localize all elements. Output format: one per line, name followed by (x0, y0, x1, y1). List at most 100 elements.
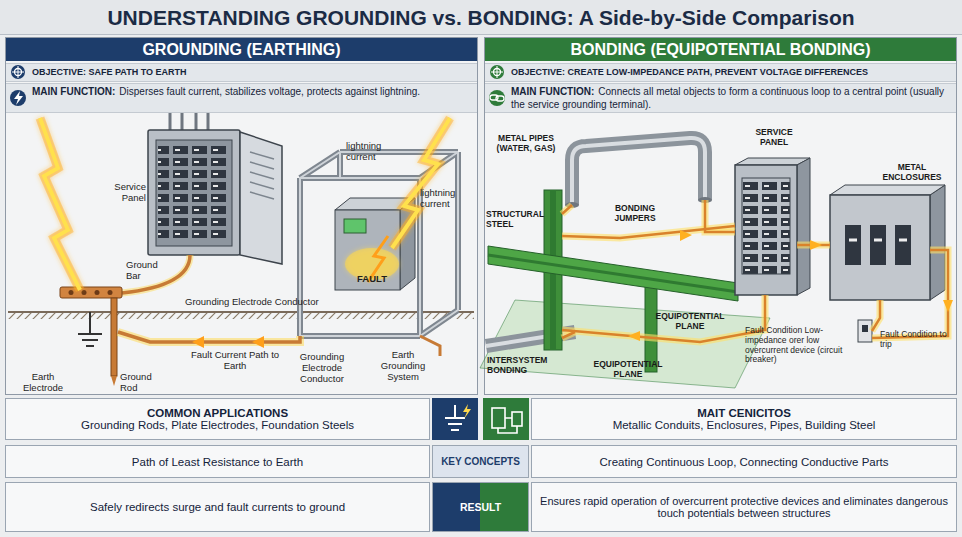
callout-label: SERVICE PANEL (745, 128, 803, 148)
equipment-display (344, 219, 366, 233)
cell-heading: MAIT CENICITOS (697, 407, 791, 419)
callout-label: Service Panel (100, 182, 146, 204)
callout-label: STRUCTURAL STEEL (486, 210, 546, 230)
lightning-glow (392, 118, 450, 248)
table-cell: Ensures rapid operation of overcurrent p… (531, 482, 957, 532)
table-cell: COMMON APPLICATIONSGrounding Rods, Plate… (5, 398, 430, 440)
ground-bar (60, 287, 122, 298)
breaker (895, 225, 911, 265)
callout-label: Earth Grounding System (372, 350, 434, 383)
flow-arrow (628, 331, 640, 341)
flow-arrow (252, 336, 264, 348)
ground-surface (8, 311, 474, 313)
objective-row: OBJECTIVE: SAFE PATH TO EARTH (6, 63, 477, 82)
beam-flange (488, 255, 738, 292)
panel-side (797, 158, 810, 295)
table-cell: Safely redirects surge and fault current… (5, 482, 430, 532)
ground-rod (111, 298, 117, 376)
function-row: MAIN FUNCTION:Connects all metal objects… (485, 83, 956, 113)
flow-arrow (680, 230, 692, 241)
enclosure-top (830, 185, 945, 195)
breaker (870, 225, 886, 265)
callout-label: Grounding Electrode Conductor (185, 297, 345, 308)
fault-spark (368, 236, 388, 282)
overcurrent-switch (858, 320, 872, 342)
bar-hole (82, 290, 87, 295)
earth-conductor (420, 336, 440, 356)
callout-label: EQUIPOTENTIAL PLANE (650, 312, 730, 332)
fault-glow (345, 248, 399, 280)
callout-label: Fault Condition to trip (880, 330, 952, 350)
bonding-jumper (562, 200, 948, 342)
callout-label: METAL ENCLOSURES (872, 163, 952, 183)
objective-text: OBJECTIVE: SAFE PATH TO EARTH (32, 64, 477, 81)
callout-label: Fault Current Path to Earth (190, 350, 280, 372)
bonding-panel: BONDING (EQUIPOTENTIAL BONDING)OBJECTIVE… (484, 37, 957, 395)
function-text: Disperses fault current, stabilizes volt… (119, 86, 420, 97)
objective-icon (490, 65, 504, 79)
steel-column (544, 190, 562, 350)
lightning-glow (40, 118, 80, 290)
flow-arrow (943, 300, 953, 312)
equipment-top (335, 198, 415, 210)
title-bar: UNDERSTANDING GROUNDING vs. BONDING: A S… (0, 0, 962, 35)
cell-text: Creating Continuous Loop, Connecting Con… (600, 456, 889, 468)
earth-symbol (78, 312, 102, 346)
row-heading: KEY CONCEPTS (441, 456, 520, 467)
row-header: RESULT (432, 482, 529, 532)
panel-top (735, 158, 810, 165)
metal-frame (300, 152, 458, 336)
lightning-bolt (40, 118, 80, 290)
grounding-icon-cell (432, 398, 478, 440)
callout-label: Grounding Electrode Conductor (290, 352, 354, 385)
function-heading: MAIN FUNCTION: (32, 86, 115, 97)
bonding-illustration (480, 138, 953, 388)
bar-hole (108, 290, 113, 295)
pipe-highlight (486, 332, 575, 346)
breaker-toggles (849, 239, 907, 242)
flow-arrow (192, 336, 204, 348)
bonding-glow (562, 200, 948, 342)
pipe-end (698, 197, 712, 203)
breakers (742, 178, 790, 274)
frame-shadow (300, 152, 458, 336)
grounding-electrode-conductor (122, 255, 190, 293)
conductor-glow (122, 255, 190, 293)
cell-heading: COMMON APPLICATIONS (147, 407, 288, 419)
cell-text: Ensures rapid operation of overcurrent p… (540, 495, 948, 519)
bonding-icon-cell (483, 398, 529, 440)
callout-label: EQUIPOTENTIAL PLANE (588, 360, 668, 380)
cell-text: Safely redirects surge and fault current… (90, 501, 345, 513)
flow-arrow (810, 240, 822, 250)
table-cell: MAIT CENICITOSMetallic Conduits, Enclosu… (531, 398, 957, 440)
equipment-box (335, 210, 400, 290)
row-heading: RESULT (460, 501, 501, 513)
panel-door (240, 132, 282, 264)
bar-hole (95, 290, 100, 295)
service-panel-body (735, 165, 797, 295)
switch-toggle (862, 325, 868, 332)
fault-path-glow (118, 332, 300, 342)
grounding-illustration (8, 113, 474, 386)
column-web (550, 190, 556, 350)
link-icon (489, 90, 505, 106)
service-panel-body (148, 130, 240, 255)
objective-row: OBJECTIVE: CREATE LOW-IMPEDANCE PATH, PR… (485, 63, 956, 82)
breaker (845, 225, 861, 265)
objective-text: OBJECTIVE: CREATE LOW-IMPEDANCE PATH, PR… (511, 64, 956, 81)
function-heading: MAIN FUNCTION: (511, 86, 594, 97)
cell-text: Grounding Rods, Plate Electrodes, Founda… (81, 419, 354, 431)
callout-label: Fault Condition Low-impedance orer low o… (745, 326, 853, 365)
rod-tip (111, 376, 117, 386)
callout-label: Ground Rod (120, 372, 160, 394)
callout-label: Ground Bar (126, 260, 166, 282)
lightning-bolt (392, 118, 450, 248)
table-cell: Path of Least Resistance to Earth (5, 445, 430, 478)
table-cell: Creating Continuous Loop, Connecting Con… (531, 445, 957, 478)
row-header: KEY CONCEPTS (432, 445, 529, 478)
callout-label: lightning current (346, 141, 404, 163)
